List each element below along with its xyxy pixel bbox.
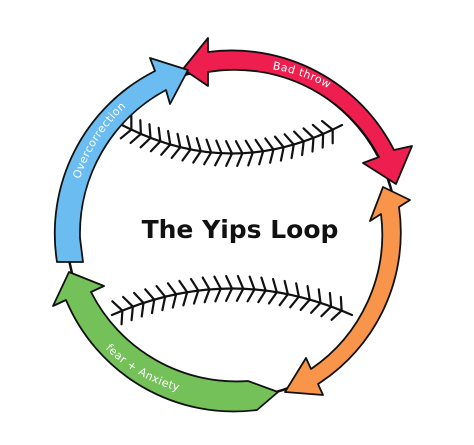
stitch-mark [161, 295, 167, 312]
stitch-mark [248, 275, 256, 291]
arrow-embarassment-shape [284, 186, 411, 396]
stitch-mark [225, 152, 234, 167]
stitch-mark [244, 139, 254, 154]
stitch-mark [186, 135, 192, 151]
stitch-mark [301, 140, 305, 157]
stitch-mark [330, 309, 343, 321]
stitch-mark [203, 151, 213, 166]
top-stitching [119, 114, 344, 167]
stitch-mark [299, 298, 311, 311]
stitch-mark [160, 143, 172, 156]
stitch-mark [170, 146, 182, 159]
stitch-mark [271, 277, 278, 294]
stitch-mark [317, 288, 322, 305]
stitch-mark [295, 282, 300, 298]
stitch-mark [247, 151, 254, 167]
stitch-mark [157, 126, 162, 143]
stitch-mark [213, 275, 222, 290]
stitch-mark [273, 135, 285, 149]
stitch-mark [257, 289, 267, 304]
stitch-mark [225, 287, 234, 302]
stitch-mark [155, 285, 167, 298]
stitch-mark [309, 301, 322, 314]
stitch-mark [133, 291, 145, 305]
stitch-mark [258, 150, 265, 166]
stitch-mark [178, 279, 189, 294]
stitch-mark [192, 150, 202, 164]
stitch-mark [182, 291, 189, 307]
stitch-mark [150, 298, 156, 315]
stitch-mark [192, 289, 200, 305]
stitch-mark [289, 295, 300, 309]
stitch-mark [148, 123, 152, 139]
stitch-mark [328, 291, 333, 308]
stitch-mark [144, 288, 156, 301]
stitch-mark [139, 136, 152, 149]
stitch-mark [320, 305, 333, 318]
stitch-mark [306, 285, 311, 301]
stitch-mark [311, 136, 315, 153]
stitch-mark [283, 133, 295, 146]
stitch-mark [264, 137, 275, 151]
stitch-mark [215, 139, 223, 155]
stitch-mark [171, 293, 178, 309]
stitch-mark [225, 275, 234, 290]
stitch-mark [279, 146, 285, 162]
stitch-mark [189, 277, 200, 292]
stitch-mark [293, 130, 305, 143]
stitch-mark [234, 140, 244, 155]
stitch-mark [166, 129, 172, 146]
stitch-mark [166, 282, 178, 296]
stitch-mark [302, 127, 315, 139]
arrow-bad-throw-shape [182, 37, 413, 185]
diagram-title: The Yips Loop [142, 215, 339, 244]
stitch-mark [129, 132, 142, 145]
stitch-mark [214, 152, 223, 167]
stitch-mark [120, 309, 124, 326]
stitch-mark [149, 140, 162, 153]
stitch-mark [139, 119, 142, 136]
bottom-stitching [110, 275, 354, 326]
stitch-mark [122, 295, 134, 308]
stitch-mark [130, 305, 134, 322]
stitch-mark [203, 288, 211, 304]
stitch-mark [140, 301, 145, 318]
stitch-mark [181, 148, 192, 162]
stitch-mark [236, 275, 245, 290]
stitch-mark [290, 143, 295, 160]
stitch-mark [269, 148, 275, 164]
stitch-mark [311, 123, 325, 136]
stitch-mark [111, 300, 124, 312]
stitch-mark [283, 279, 289, 296]
stitch-mark [260, 276, 267, 292]
stitch-mark [278, 293, 289, 307]
stitch-mark [205, 138, 213, 154]
stitch-mark [254, 138, 265, 153]
stitch-mark [176, 132, 182, 149]
stitch-mark [225, 140, 234, 155]
stitch-mark [201, 276, 211, 291]
stitch-mark [214, 287, 222, 303]
stitch-mark [339, 295, 343, 312]
stitch-mark [235, 287, 245, 302]
stitch-mark [246, 288, 256, 303]
stitch-mark [320, 119, 334, 131]
stitch-mark [236, 152, 244, 167]
stitch-mark [267, 291, 278, 305]
arrow-overcorrection-shape [53, 57, 189, 263]
stitch-mark [195, 137, 202, 153]
arrow-fear-anxiety-shape [52, 271, 279, 413]
stitch-mark [119, 128, 133, 140]
